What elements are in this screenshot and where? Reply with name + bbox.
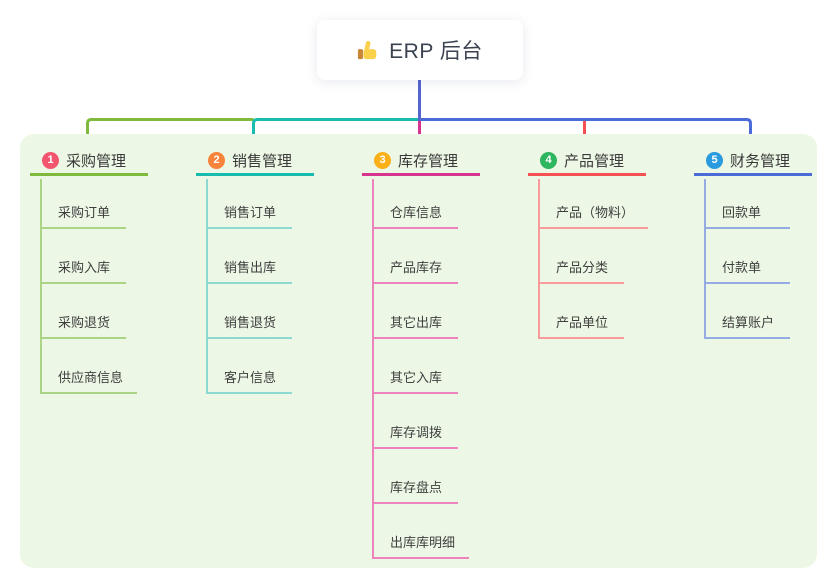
node-label: 产品（物料）	[556, 205, 635, 220]
branch-label: 采购管理	[66, 153, 127, 170]
branch-purchase-header[interactable]: 1 采购管理	[30, 148, 148, 176]
node-stock-taking[interactable]: 库存盘点	[372, 449, 458, 504]
branch-finance: 5 财务管理 回款单 付款单 结算账户	[694, 148, 839, 339]
node-label: 采购入库	[58, 260, 111, 275]
branches-panel	[20, 134, 817, 568]
node-label: 出库库明细	[390, 535, 456, 550]
branch-inventory: 3 库存管理 仓库信息 产品库存 其它出库 其它入库 库存调拨 库存盘点 出库库…	[362, 148, 517, 559]
node-label: 销售退货	[224, 315, 277, 330]
thumbs-up-icon	[358, 40, 377, 60]
root-label: ERP 后台	[389, 40, 483, 63]
node-label: 结算账户	[722, 315, 775, 330]
node-label: 产品库存	[390, 260, 443, 275]
node-label: 其它出库	[390, 315, 443, 330]
node-label: 仓库信息	[390, 205, 443, 220]
node-purchase-return[interactable]: 采购退货	[40, 284, 126, 339]
node-other-outbound[interactable]: 其它出库	[372, 284, 458, 339]
node-stock-transfer[interactable]: 库存调拨	[372, 394, 458, 449]
branch-children: 采购订单 采购入库 采购退货 供应商信息	[40, 179, 138, 394]
node-product-material[interactable]: 产品（物料）	[538, 179, 649, 229]
branch-label: 库存管理	[398, 153, 459, 170]
branch-spine-line	[538, 179, 540, 339]
branch-number-badge: 3	[374, 152, 391, 169]
branch-spine-line	[372, 179, 374, 559]
branch-sales: 2 销售管理 销售订单 销售出库 销售退货 客户信息	[196, 148, 351, 394]
branch-children: 销售订单 销售出库 销售退货 客户信息	[206, 179, 292, 394]
branch-inventory-header[interactable]: 3 库存管理	[362, 148, 480, 176]
branch-label: 销售管理	[232, 153, 293, 170]
node-sales-order[interactable]: 销售订单	[206, 179, 292, 229]
node-label: 采购退货	[58, 315, 111, 330]
node-label: 其它入库	[390, 370, 443, 385]
node-label: 客户信息	[224, 370, 277, 385]
node-purchase-inbound[interactable]: 采购入库	[40, 229, 126, 284]
node-label: 采购订单	[58, 205, 111, 220]
branch-children: 回款单 付款单 结算账户	[704, 179, 790, 339]
branch-spine-line	[40, 179, 42, 394]
node-warehouse-info[interactable]: 仓库信息	[372, 179, 458, 229]
node-sales-outbound[interactable]: 销售出库	[206, 229, 292, 284]
node-receipt-bill[interactable]: 回款单	[704, 179, 790, 229]
branch-number-badge: 2	[208, 152, 225, 169]
branch-label: 产品管理	[564, 153, 625, 170]
node-label: 产品单位	[556, 315, 609, 330]
branch-sales-header[interactable]: 2 销售管理	[196, 148, 314, 176]
node-outbound-detail[interactable]: 出库库明细	[372, 504, 470, 559]
node-label: 销售出库	[224, 260, 277, 275]
node-settlement-account[interactable]: 结算账户	[704, 284, 790, 339]
branch-label: 财务管理	[730, 153, 791, 170]
branch-number-badge: 1	[42, 152, 59, 169]
node-payment-bill[interactable]: 付款单	[704, 229, 790, 284]
node-label: 产品分类	[556, 260, 609, 275]
node-label: 付款单	[722, 260, 762, 275]
branch-children: 产品（物料） 产品分类 产品单位	[538, 179, 649, 339]
root-node[interactable]: ERP 后台	[317, 20, 523, 80]
branch-product-header[interactable]: 4 产品管理	[528, 148, 646, 176]
node-label: 供应商信息	[58, 370, 124, 385]
branch-spine-line	[704, 179, 706, 339]
node-label: 回款单	[722, 205, 762, 220]
node-customer-info[interactable]: 客户信息	[206, 339, 292, 394]
branch-finance-header[interactable]: 5 财务管理	[694, 148, 812, 176]
node-label: 库存调拨	[390, 425, 443, 440]
branch-spine-line	[206, 179, 208, 394]
node-other-inbound[interactable]: 其它入库	[372, 339, 458, 394]
branch-purchase: 1 采购管理 采购订单 采购入库 采购退货 供应商信息	[30, 148, 185, 394]
branch-children: 仓库信息 产品库存 其它出库 其它入库 库存调拨 库存盘点 出库库明细	[372, 179, 470, 559]
branch-number-badge: 5	[706, 152, 723, 169]
node-label: 销售订单	[224, 205, 277, 220]
node-product-category[interactable]: 产品分类	[538, 229, 624, 284]
node-product-stock[interactable]: 产品库存	[372, 229, 458, 284]
node-label: 库存盘点	[390, 480, 443, 495]
node-purchase-order[interactable]: 采购订单	[40, 179, 126, 229]
node-product-unit[interactable]: 产品单位	[538, 284, 624, 339]
branch-number-badge: 4	[540, 152, 557, 169]
node-supplier-info[interactable]: 供应商信息	[40, 339, 138, 394]
branch-product: 4 产品管理 产品（物料） 产品分类 产品单位	[528, 148, 683, 339]
node-sales-return[interactable]: 销售退货	[206, 284, 292, 339]
